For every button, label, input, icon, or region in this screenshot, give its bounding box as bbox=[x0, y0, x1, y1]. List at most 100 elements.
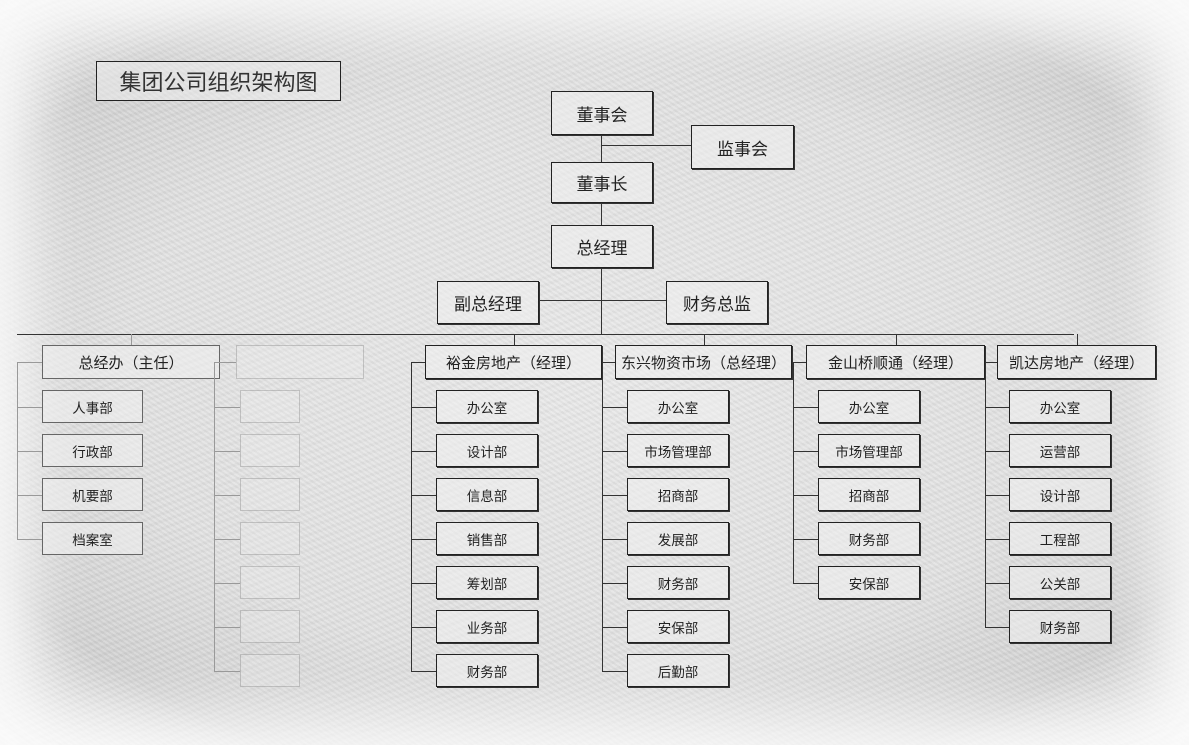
department-box: 设计部 bbox=[436, 434, 538, 467]
connector bbox=[704, 334, 705, 345]
department-box bbox=[240, 566, 300, 599]
supervisors-box: 监事会 bbox=[691, 125, 794, 169]
department-box bbox=[240, 434, 300, 467]
connector bbox=[985, 451, 1009, 452]
connector bbox=[602, 407, 627, 408]
division-bus bbox=[17, 334, 1074, 335]
connector bbox=[602, 362, 603, 671]
department-box: 招商部 bbox=[818, 478, 920, 511]
department-box bbox=[240, 390, 300, 423]
chairman-box: 董事长 bbox=[551, 162, 653, 203]
connector bbox=[17, 451, 42, 452]
connector bbox=[793, 583, 818, 584]
connector bbox=[1077, 334, 1078, 345]
connector bbox=[601, 268, 602, 334]
department-box: 市场管理部 bbox=[818, 434, 920, 467]
division-box bbox=[236, 345, 364, 379]
vice-gm-box: 副总经理 bbox=[437, 281, 539, 324]
connector bbox=[601, 203, 602, 225]
division-box: 金山桥顺通（经理） bbox=[806, 345, 985, 379]
department-box: 人事部 bbox=[42, 390, 143, 423]
connector bbox=[514, 334, 515, 345]
connector bbox=[896, 334, 897, 345]
connector bbox=[539, 300, 666, 301]
connector bbox=[793, 451, 818, 452]
department-box bbox=[240, 654, 300, 687]
connector bbox=[214, 362, 215, 671]
connector bbox=[411, 451, 436, 452]
connector bbox=[214, 451, 240, 452]
connector bbox=[602, 627, 627, 628]
department-box: 安保部 bbox=[818, 566, 920, 599]
department-box: 销售部 bbox=[436, 522, 538, 555]
connector bbox=[793, 362, 794, 583]
department-box: 财务部 bbox=[436, 654, 538, 687]
chart-title: 集团公司组织架构图 bbox=[96, 61, 341, 101]
connector bbox=[411, 362, 412, 671]
department-box: 筹划部 bbox=[436, 566, 538, 599]
connector bbox=[601, 135, 602, 162]
connector bbox=[411, 539, 436, 540]
department-box: 安保部 bbox=[627, 610, 729, 643]
connector bbox=[17, 362, 42, 363]
connector bbox=[602, 451, 627, 452]
department-box: 设计部 bbox=[1009, 478, 1111, 511]
connector bbox=[985, 362, 997, 363]
connector bbox=[985, 583, 1009, 584]
connector bbox=[985, 627, 1009, 628]
department-box: 发展部 bbox=[627, 522, 729, 555]
department-box: 办公室 bbox=[436, 390, 538, 423]
department-box: 招商部 bbox=[627, 478, 729, 511]
connector bbox=[214, 495, 240, 496]
connector bbox=[17, 495, 42, 496]
department-box: 工程部 bbox=[1009, 522, 1111, 555]
connector bbox=[17, 407, 42, 408]
connector bbox=[214, 362, 236, 363]
connector bbox=[793, 362, 806, 363]
division-box: 东兴物资市场（总经理） bbox=[615, 345, 792, 379]
division-box: 凯达房地产（经理） bbox=[997, 345, 1156, 379]
connector bbox=[214, 627, 240, 628]
department-box bbox=[240, 610, 300, 643]
department-box: 市场管理部 bbox=[627, 434, 729, 467]
connector bbox=[214, 671, 240, 672]
connector bbox=[602, 495, 627, 496]
connector bbox=[985, 407, 1009, 408]
department-box: 后勤部 bbox=[627, 654, 729, 687]
department-box: 行政部 bbox=[42, 434, 143, 467]
connector bbox=[602, 671, 627, 672]
department-box bbox=[240, 522, 300, 555]
department-box: 运营部 bbox=[1009, 434, 1111, 467]
ceo-box: 总经理 bbox=[551, 225, 653, 268]
connector bbox=[411, 583, 436, 584]
department-box: 办公室 bbox=[627, 390, 729, 423]
connector bbox=[793, 407, 818, 408]
department-box: 业务部 bbox=[436, 610, 538, 643]
connector bbox=[601, 145, 691, 146]
connector bbox=[793, 539, 818, 540]
cfo-box: 财务总监 bbox=[666, 281, 768, 324]
department-box: 信息部 bbox=[436, 478, 538, 511]
division-box: 总经办（主任） bbox=[42, 345, 220, 379]
connector bbox=[411, 671, 436, 672]
connector bbox=[411, 495, 436, 496]
department-box: 办公室 bbox=[1009, 390, 1111, 423]
connector bbox=[985, 495, 1009, 496]
connector bbox=[411, 362, 425, 363]
connector bbox=[17, 539, 42, 540]
department-box: 财务部 bbox=[627, 566, 729, 599]
department-box: 机要部 bbox=[42, 478, 143, 511]
connector bbox=[214, 407, 240, 408]
connector bbox=[131, 334, 132, 345]
department-box: 财务部 bbox=[1009, 610, 1111, 643]
board-box: 董事会 bbox=[551, 91, 653, 135]
department-box: 办公室 bbox=[818, 390, 920, 423]
connector bbox=[17, 362, 18, 539]
connector bbox=[214, 583, 240, 584]
connector bbox=[793, 495, 818, 496]
connector bbox=[602, 362, 615, 363]
connector bbox=[985, 362, 986, 627]
division-box: 裕金房地产（经理） bbox=[425, 345, 602, 379]
department-box: 公关部 bbox=[1009, 566, 1111, 599]
